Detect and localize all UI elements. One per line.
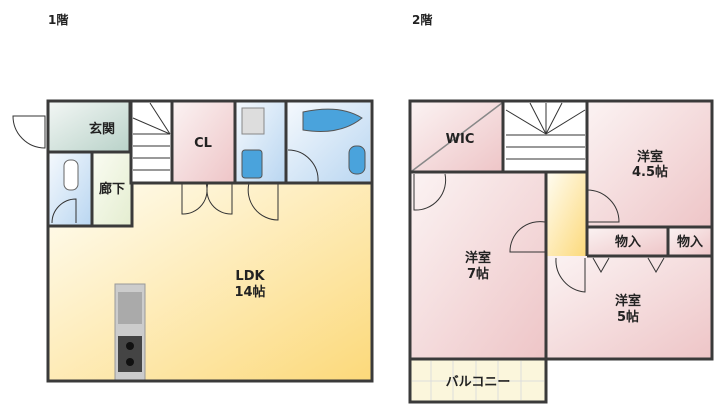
balcony-label: バルコニー bbox=[446, 375, 511, 390]
hallway-room bbox=[92, 153, 132, 226]
room-5-size: 5帖 bbox=[617, 309, 639, 325]
room-4-5-size: 4.5帖 bbox=[632, 164, 668, 180]
room-4-5-name: 洋室 bbox=[637, 149, 663, 165]
wic-label: WIC bbox=[446, 132, 475, 147]
storage-1-label: 物入 bbox=[615, 234, 641, 250]
room-4-5 bbox=[587, 101, 712, 227]
walls-2f bbox=[408, 99, 714, 404]
genkan-room bbox=[48, 101, 130, 151]
sink-icon bbox=[241, 149, 263, 179]
floor1-title: 1階 bbox=[48, 12, 68, 27]
balcony-grid bbox=[412, 361, 544, 400]
stove-icon bbox=[118, 336, 142, 372]
stairs bbox=[131, 101, 172, 183]
door-arcs-2f bbox=[413, 173, 665, 293]
storage-1 bbox=[587, 227, 668, 256]
room-7 bbox=[410, 172, 546, 359]
bath-sink-icon bbox=[348, 145, 366, 175]
washer-icon bbox=[241, 107, 265, 135]
ldk-size: 14帖 bbox=[234, 284, 265, 300]
closet-label: CL bbox=[194, 136, 212, 151]
bathtub-icon bbox=[302, 108, 363, 132]
floor2-title: 2階 bbox=[412, 12, 432, 27]
burner-icon bbox=[126, 342, 134, 350]
room-5 bbox=[546, 256, 712, 359]
stairs-icon bbox=[132, 102, 171, 171]
floor2 bbox=[408, 99, 714, 404]
room-7-size: 7帖 bbox=[467, 266, 489, 282]
stairs-2f-icon bbox=[505, 102, 586, 160]
storage-2 bbox=[668, 227, 712, 256]
kitchen-sink-icon bbox=[118, 292, 142, 324]
floor1 bbox=[12, 99, 374, 383]
hallway-2f bbox=[546, 172, 587, 256]
room-7-name: 洋室 bbox=[465, 250, 491, 266]
ldk-label: LDK bbox=[235, 269, 265, 284]
wic-rail bbox=[411, 102, 503, 172]
storage-2-label: 物入 bbox=[677, 234, 703, 250]
closet-room bbox=[172, 101, 234, 183]
walls-1f bbox=[46, 99, 374, 383]
genkan-label: 玄関 bbox=[89, 121, 115, 137]
burner-icon bbox=[126, 358, 134, 366]
hallway-label: 廊下 bbox=[99, 181, 125, 197]
toilet-icon bbox=[63, 159, 79, 191]
door-arcs bbox=[12, 115, 319, 224]
room-5-name: 洋室 bbox=[615, 293, 641, 309]
